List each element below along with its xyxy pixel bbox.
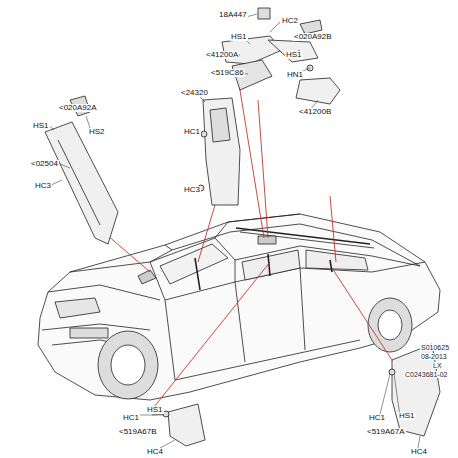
part-label: HS1 [230, 33, 248, 41]
part-label: HS1 [32, 122, 50, 130]
part-label: HC3 [183, 186, 201, 194]
part-label: <519A67A [366, 428, 406, 436]
part-label: <41200A [205, 51, 239, 59]
part-label: HS2 [88, 128, 106, 136]
part-label: <519A67B [118, 428, 158, 436]
part-label: HC2 [281, 17, 299, 25]
trim-parts [45, 8, 440, 446]
part-label: HS1 [398, 412, 416, 420]
vehicle-outline [38, 214, 440, 400]
part-label: <020A92B [293, 33, 333, 41]
location-leader [92, 78, 420, 412]
part-label: <24320 [180, 89, 209, 97]
part-label: HS1 [146, 406, 164, 414]
drawing-reference: S010625 [420, 344, 450, 351]
part-label: <519C86 [210, 69, 245, 77]
part-label: HS1 [285, 51, 303, 59]
part-label: 18A447 [218, 11, 248, 19]
drawing-reference: 08-2013 [420, 353, 448, 360]
part-label: HC1 [183, 128, 201, 136]
part-label: HN1 [286, 71, 304, 79]
part-label: HC3 [34, 182, 52, 190]
part-label: HC1 [122, 414, 140, 422]
label-leader [48, 14, 420, 448]
drawing-reference: LX [432, 362, 443, 369]
part-label: <020A92A [58, 104, 98, 112]
part-label: <41200B [298, 108, 332, 116]
part-label: HC1 [368, 414, 386, 422]
part-label: HC4 [146, 448, 164, 456]
part-label: HC4 [410, 448, 428, 456]
drawing-reference: C0243681-02 [404, 371, 448, 378]
part-label: <02504 [30, 160, 59, 168]
